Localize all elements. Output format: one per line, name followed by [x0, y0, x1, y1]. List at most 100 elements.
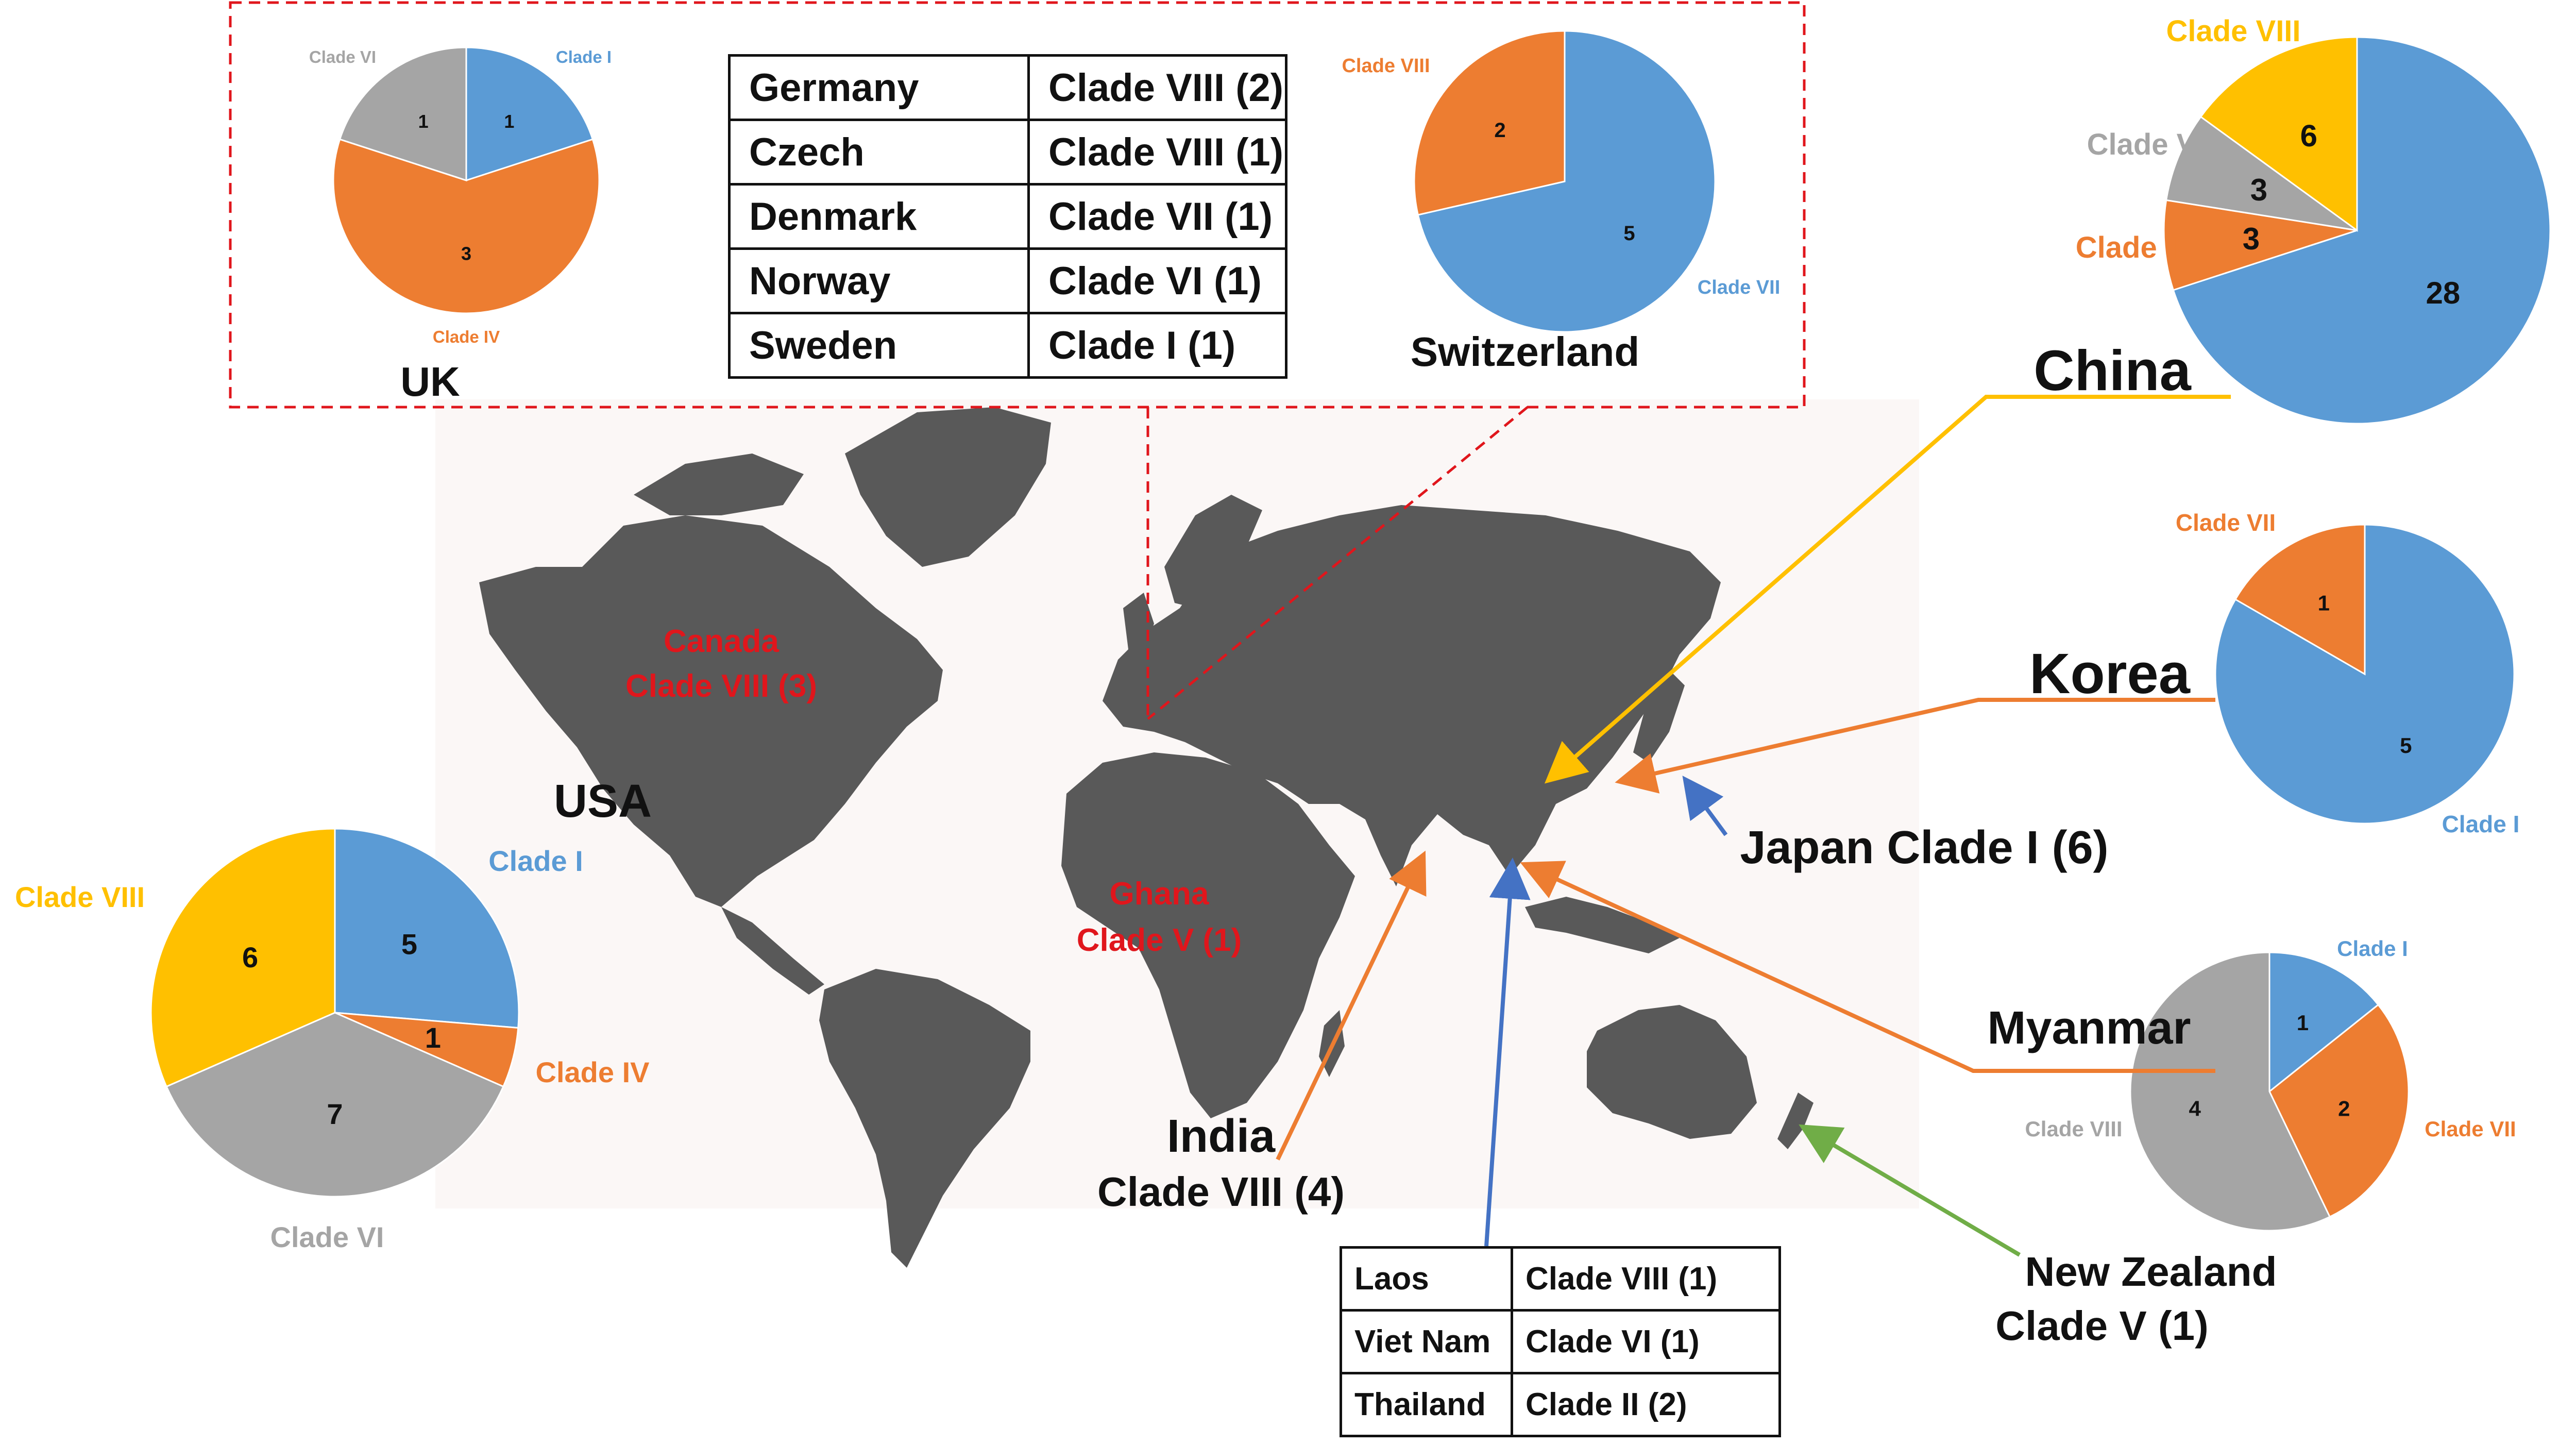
country-cell: Thailand — [1340, 1372, 1513, 1437]
pie-slice — [332, 138, 600, 314]
landmass-central-america — [721, 907, 824, 995]
landmass-japan — [1633, 670, 1685, 763]
pie-value-label: 5 — [1623, 222, 1635, 245]
country-cell: Sweden — [728, 312, 1030, 379]
pie-category-label: Clade IV — [536, 1056, 650, 1088]
pie-category-label: Clade VIII — [2025, 1117, 2122, 1141]
pie-slice — [2268, 1003, 2410, 1218]
label-new-zealand: New Zealand — [2025, 1249, 2277, 1295]
pie-category-label: Clade VIII — [15, 881, 145, 913]
label-canada: Canada — [664, 624, 779, 659]
pie-value-label: 1 — [418, 111, 429, 132]
pie-category-label: Clade III — [2076, 231, 2190, 264]
world-map — [479, 407, 1814, 1268]
arrow-japan — [1682, 776, 1728, 836]
arrow-sea — [1484, 858, 1531, 1247]
pie-value-label: 4 — [2189, 1097, 2201, 1121]
landmass-north-america — [479, 515, 943, 907]
label-usa: USA — [554, 776, 652, 827]
arrow-myanmar — [1520, 861, 2215, 1073]
pie-value-label: 3 — [2243, 222, 2260, 256]
pie-category-label: Clade VI — [2087, 128, 2205, 161]
arrows — [1276, 395, 2231, 1257]
pie-slice — [334, 828, 520, 1029]
clade-cell: Clade I (1) — [1027, 312, 1287, 379]
country-cell: Germany — [728, 54, 1030, 121]
pie-category-label: Clade I — [2442, 811, 2520, 837]
pie-value-label: 6 — [2300, 119, 2317, 153]
pie-value-label: 28 — [2426, 276, 2460, 310]
pie-slice — [1417, 30, 1716, 333]
pie-slice — [2163, 199, 2358, 291]
pie-value-label: 6 — [242, 941, 258, 973]
label-uk: UK — [400, 359, 460, 405]
landmass-australia — [1587, 1005, 1757, 1139]
label-ghana-clade: Clade V (1) — [1077, 922, 1242, 958]
landmass-southeast-asia-islands — [1525, 897, 1680, 953]
landmass-arctic-islands — [634, 454, 804, 515]
landmass-uk-isles — [1123, 593, 1154, 654]
label-japan: Japan Clade I (6) — [1740, 822, 2108, 874]
landmass-eurasia — [1103, 505, 1721, 886]
pie-value-label: 2 — [1494, 119, 1505, 142]
arrow-new-zealand — [1799, 1124, 2021, 1257]
pie-category-label: Clade VI — [309, 47, 376, 66]
pie-category-label: Clade VII — [2176, 509, 2276, 536]
pie-value-label: 1 — [2297, 1011, 2309, 1035]
country-cell: Norway — [728, 247, 1030, 314]
label-india-clade: Clade VIII (4) — [1097, 1169, 1345, 1215]
arrow-china — [1544, 395, 2231, 784]
clade-cell: Clade II (2) — [1511, 1372, 1781, 1437]
pie-value-label: 5 — [2400, 733, 2412, 758]
country-cell: Denmark — [728, 183, 1030, 250]
pie-slice — [2268, 951, 2380, 1094]
pie-category-label: Clade I — [556, 47, 612, 66]
clade-cell: Clade VI (1) — [1511, 1309, 1781, 1374]
clade-cell: Clade VII (1) — [1027, 183, 1287, 250]
pie-slice — [2172, 36, 2551, 425]
label-ghana: Ghana — [1110, 876, 1209, 912]
label-china: China — [2033, 339, 2191, 402]
pie-value-label: 5 — [401, 928, 417, 961]
clade-cell: Clade VIII (2) — [1027, 54, 1287, 121]
pie-value-label: 3 — [461, 243, 471, 264]
pie-slice — [338, 46, 467, 182]
landmass-africa — [1061, 752, 1355, 1118]
pie-slice — [2234, 524, 2366, 676]
clade-cell: Clade VIII (1) — [1511, 1246, 1781, 1312]
pie-value-label: 7 — [327, 1098, 343, 1130]
country-cell: Czech — [728, 119, 1030, 186]
pie-category-label: Clade I — [488, 845, 583, 877]
clade-cell: Clade VIII (1) — [1027, 119, 1287, 186]
label-switzerland: Switzerland — [1411, 329, 1640, 375]
pie-value-label: 1 — [2318, 591, 2330, 615]
label-new-zealand-clade: Clade V (1) — [1995, 1303, 2208, 1349]
pie-slice — [2129, 951, 2331, 1232]
landmass-south-america — [819, 969, 1030, 1268]
europe-inset-box — [229, 1, 1806, 720]
pie-category-label: Clade VII — [2425, 1117, 2516, 1141]
label-canada-clade: Clade VIII (3) — [625, 668, 817, 704]
pie-category-label: Clade VIII — [2166, 14, 2300, 48]
pie-value-label: 1 — [425, 1021, 441, 1054]
clade-cell: Clade VI (1) — [1027, 247, 1287, 314]
pie-value-label: 1 — [504, 111, 514, 132]
country-cell: Viet Nam — [1340, 1309, 1513, 1374]
